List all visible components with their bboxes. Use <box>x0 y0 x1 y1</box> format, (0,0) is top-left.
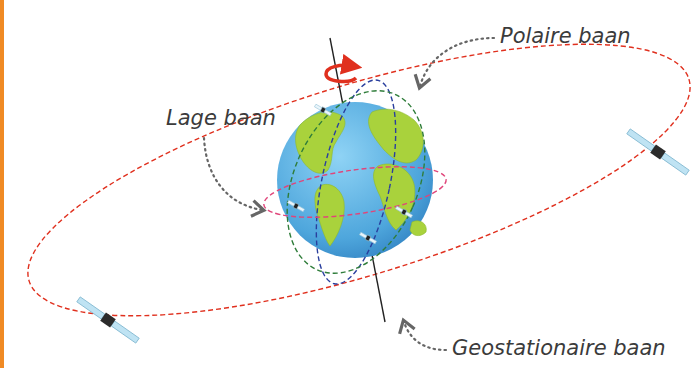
satellite <box>626 127 691 176</box>
polar-orbit <box>260 69 451 295</box>
leader-line <box>404 322 446 350</box>
rotation-arrow <box>326 65 356 81</box>
leader-line <box>204 138 262 210</box>
earth <box>277 102 433 258</box>
label-text: Geostationaire baan <box>452 336 666 360</box>
orbit-label: Polaire baan <box>500 24 631 48</box>
label-text: Lage baan <box>166 106 276 130</box>
satellite <box>76 295 141 344</box>
label-text: Polaire baan <box>500 24 631 48</box>
orbit-label: Geostationaire baan <box>452 336 666 360</box>
orbit-label: Lage baan <box>166 106 276 130</box>
edge-bar <box>0 0 4 368</box>
low-orbit <box>261 157 449 226</box>
leader-line <box>420 38 494 86</box>
polar-orbit <box>301 73 411 291</box>
small-satellites <box>287 103 413 244</box>
